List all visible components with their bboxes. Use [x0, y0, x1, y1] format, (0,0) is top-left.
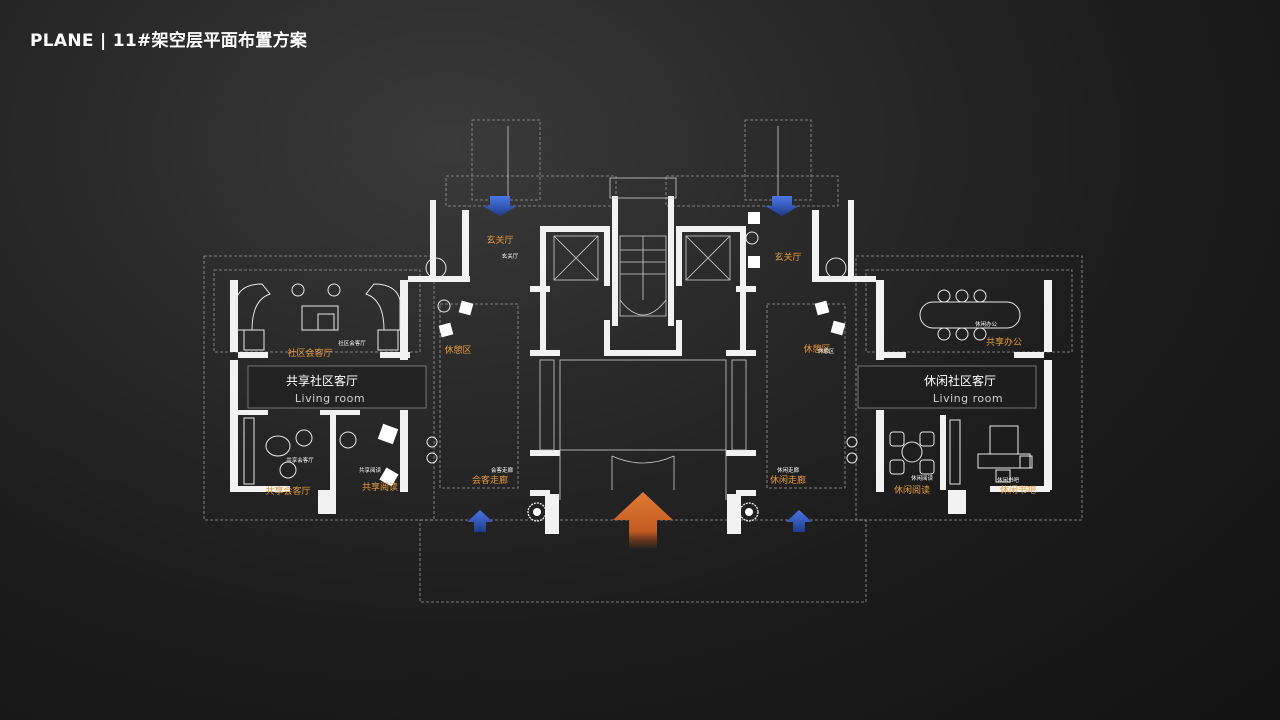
leisure-lounge-subtitle: Living room: [933, 392, 1003, 405]
leisure-lounge-box: 休闲社区客厅 Living room: [857, 365, 1037, 409]
small-label-shared-office: 休闲办公: [975, 320, 998, 328]
small-label-rest-area: 休憩区: [818, 347, 835, 355]
small-label-leisure-bar: 休闲书吧: [997, 476, 1020, 484]
small-label-shared-reading: 共享阅读: [359, 466, 382, 474]
small-label-entry-hall: 玄关厅: [502, 252, 519, 260]
leisure-lounge-title: 休闲社区客厅: [924, 373, 996, 388]
label-meeting-corridor: 会客走廊: [472, 474, 508, 486]
arrow-down-icon: [483, 196, 799, 216]
small-label-community-lounge: 社区会客厅: [338, 339, 366, 347]
label-entry-hall-left: 玄关厅: [486, 234, 513, 246]
label-shared-office: 共享办公: [986, 336, 1022, 348]
page-title: PLANE | 11#架空层平面布置方案: [30, 31, 308, 51]
shared-lounge-title: 共享社区客厅: [286, 373, 358, 388]
label-leisure-bar: 休闲书吧: [1000, 484, 1036, 496]
elevator-core: [539, 177, 747, 500]
small-label-shared-meeting: 共享会客厅: [286, 456, 314, 464]
label-leisure-reading: 休闲阅读: [894, 484, 930, 496]
label-shared-meeting: 共享会客厅: [265, 485, 310, 497]
label-rest-area-left: 休憩区: [444, 344, 471, 356]
orange-labels: 玄关厅 玄关厅 休憩区 休憩区 社区会客厅 共享会客厅 共享阅读 会客走廊 休闲…: [265, 234, 1036, 497]
plant-icon: [527, 502, 759, 522]
walls: [230, 196, 1052, 534]
dashed-outlines: [203, 119, 1083, 603]
label-shared-reading: 共享阅读: [362, 481, 398, 493]
small-label-leisure-corridor: 休闲走廊: [777, 466, 800, 474]
label-leisure-corridor: 休闲走廊: [770, 474, 806, 486]
small-labels: 玄关厅 社区会客厅 休憩区 共享会客厅 共享阅读 会客走廊 休闲走廊 休闲办公 …: [286, 252, 1019, 484]
shared-lounge-subtitle: Living room: [295, 392, 365, 405]
label-community-lounge: 社区会客厅: [287, 347, 332, 359]
small-label-leisure-reading: 休闲阅读: [911, 474, 934, 482]
label-rest-area-right: 休憩区: [803, 343, 830, 355]
small-label-meeting-corridor: 会客走廊: [491, 466, 514, 474]
furniture: [235, 212, 1033, 487]
arrow-up-icon: [467, 510, 812, 532]
label-entry-hall-right: 玄关厅: [774, 251, 801, 263]
main-entry-arrow-icon: [613, 492, 673, 548]
shared-lounge-box: 共享社区客厅 Living room: [247, 365, 427, 409]
